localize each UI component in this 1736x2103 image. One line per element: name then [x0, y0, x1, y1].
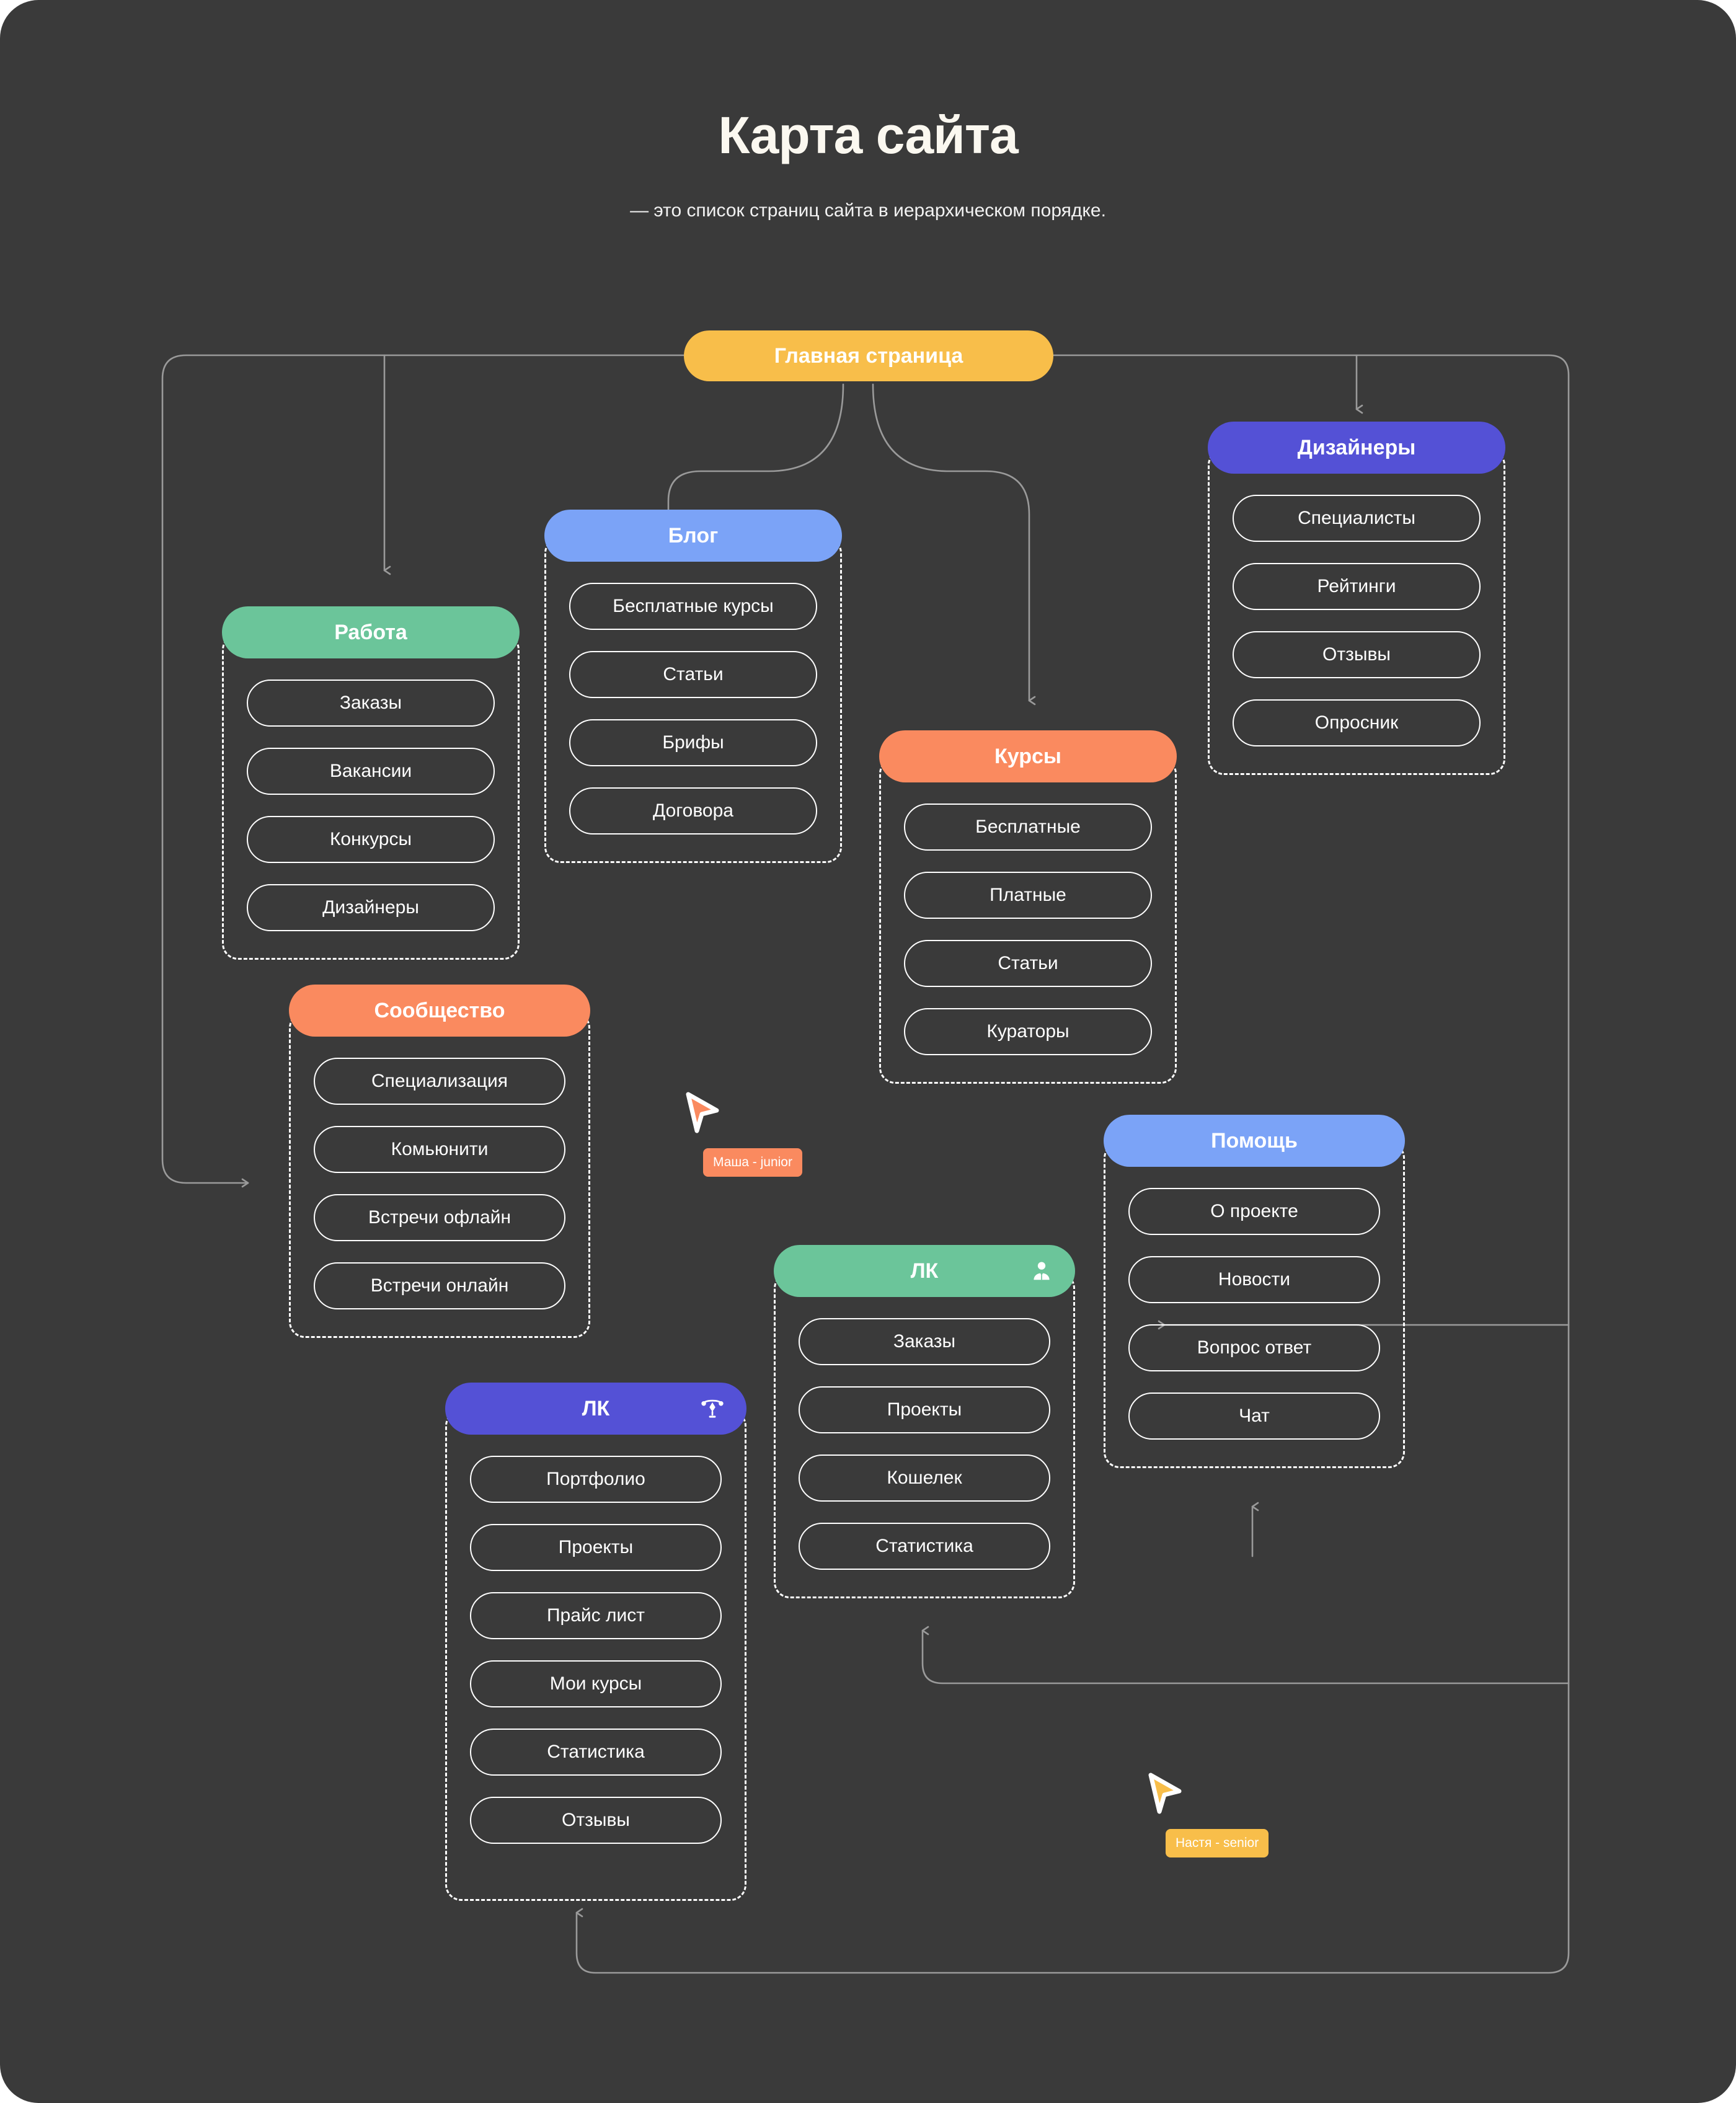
user-avatar-icon — [1030, 1260, 1053, 1282]
group-designers-items: Специалисты Рейтинги Отзывы Опросник — [1208, 474, 1505, 768]
group-blog-title: Блог — [668, 523, 719, 547]
group-courses-title: Курсы — [994, 744, 1061, 768]
page-title: Карта сайта — [718, 106, 1018, 164]
list-item[interactable]: Специализация — [314, 1058, 565, 1105]
list-item[interactable]: Кураторы — [904, 1008, 1152, 1055]
list-item[interactable]: Новости — [1128, 1256, 1380, 1303]
list-item[interactable]: Статистика — [470, 1729, 722, 1776]
cursor-nastya: Настя - senior — [1147, 1772, 1269, 1857]
list-item[interactable]: Брифы — [569, 719, 817, 766]
group-lk-client: ЛК Заказы Проекты Кошелек Статистика — [774, 1245, 1075, 1598]
group-blog-header[interactable]: Блог — [544, 510, 842, 562]
group-lk-designer-items: Портфолио Проекты Прайс лист Мои курсы С… — [445, 1435, 746, 1865]
group-rabota: Работа Заказы Вакансии Конкурсы Дизайнер… — [222, 606, 520, 960]
list-item[interactable]: Кошелек — [799, 1454, 1050, 1502]
cursor-pointer-icon — [686, 1092, 719, 1133]
list-item[interactable]: Заказы — [247, 680, 495, 727]
list-item[interactable]: Специалисты — [1233, 495, 1481, 542]
list-item[interactable]: Проекты — [470, 1524, 722, 1571]
node-main-page-label: Главная страница — [774, 343, 963, 368]
group-courses: Курсы Бесплатные Платные Статьи Кураторы — [879, 730, 1177, 1084]
group-help: Помощь О проекте Новости Вопрос ответ Ча… — [1104, 1115, 1405, 1468]
cursor-nastya-text: Настя - senior — [1176, 1836, 1259, 1850]
list-item[interactable]: Вакансии — [247, 748, 495, 795]
group-lk-designer: ЛК Портфолио Проекты Прайс лист Мои курс… — [445, 1383, 746, 1901]
group-designers-title: Дизайнеры — [1297, 435, 1416, 459]
group-community-header[interactable]: Сообщество — [289, 985, 590, 1037]
list-item[interactable]: Вопрос ответ — [1128, 1324, 1380, 1371]
group-courses-items: Бесплатные Платные Статьи Кураторы — [879, 782, 1177, 1076]
group-designers: Дизайнеры Специалисты Рейтинги Отзывы Оп… — [1208, 422, 1505, 775]
group-blog: Блог Бесплатные курсы Статьи Брифы Догов… — [544, 510, 842, 863]
page-subtitle: — это список страниц сайта в иерархическ… — [630, 200, 1106, 221]
list-item[interactable]: Комьюнити — [314, 1126, 565, 1173]
list-item[interactable]: Отзывы — [1233, 631, 1481, 678]
group-community: Сообщество Специализация Комьюнити Встре… — [289, 985, 590, 1338]
group-rabota-header[interactable]: Работа — [222, 606, 520, 658]
group-lk-client-header[interactable]: ЛК — [774, 1245, 1075, 1297]
group-lk-client-items: Заказы Проекты Кошелек Статистика — [774, 1297, 1075, 1591]
list-item[interactable]: Платные — [904, 872, 1152, 919]
list-item[interactable]: Бесплатные курсы — [569, 583, 817, 630]
list-item[interactable]: Статьи — [569, 651, 817, 698]
group-rabota-title: Работа — [334, 620, 407, 644]
list-item[interactable]: Прайс лист — [470, 1592, 722, 1639]
cursor-nastya-label: Настя - senior — [1166, 1829, 1269, 1857]
list-item[interactable]: Бесплатные — [904, 804, 1152, 851]
group-lk-designer-header[interactable]: ЛК — [445, 1383, 746, 1435]
list-item[interactable]: Рейтинги — [1233, 563, 1481, 610]
list-item[interactable]: Опросник — [1233, 699, 1481, 746]
group-designers-header[interactable]: Дизайнеры — [1208, 422, 1505, 474]
group-help-title: Помощь — [1211, 1128, 1298, 1153]
group-lk-client-title: ЛК — [910, 1259, 939, 1283]
list-item[interactable]: Статистика — [799, 1523, 1050, 1570]
group-blog-items: Бесплатные курсы Статьи Брифы Договора — [544, 562, 842, 856]
list-item[interactable]: Портфолио — [470, 1456, 722, 1503]
list-item[interactable]: Встречи онлайн — [314, 1262, 565, 1309]
pen-tool-icon — [701, 1397, 724, 1420]
node-main-page[interactable]: Главная страница — [684, 330, 1053, 381]
group-help-header[interactable]: Помощь — [1104, 1115, 1405, 1167]
group-help-items: О проекте Новости Вопрос ответ Чат — [1104, 1167, 1405, 1461]
list-item[interactable]: Заказы — [799, 1318, 1050, 1365]
list-item[interactable]: Чат — [1128, 1392, 1380, 1440]
cursor-masha-label: Маша - junior — [703, 1148, 802, 1177]
list-item[interactable]: Статьи — [904, 940, 1152, 987]
list-item[interactable]: Дизайнеры — [247, 884, 495, 931]
list-item[interactable]: Мои курсы — [470, 1660, 722, 1707]
list-item[interactable]: Отзывы — [470, 1797, 722, 1844]
group-community-title: Сообщество — [374, 998, 505, 1022]
list-item[interactable]: Встречи офлайн — [314, 1194, 565, 1241]
group-community-items: Специализация Комьюнити Встречи офлайн В… — [289, 1037, 590, 1330]
cursor-pointer-icon — [1148, 1773, 1182, 1814]
list-item[interactable]: Конкурсы — [247, 816, 495, 863]
list-item[interactable]: О проекте — [1128, 1188, 1380, 1235]
group-rabota-items: Заказы Вакансии Конкурсы Дизайнеры — [222, 658, 520, 952]
cursor-masha-text: Маша - junior — [713, 1155, 792, 1169]
group-courses-header[interactable]: Курсы — [879, 730, 1177, 782]
list-item[interactable]: Договора — [569, 787, 817, 835]
group-lk-designer-title: ЛК — [582, 1396, 610, 1420]
cursor-masha: Маша - junior — [684, 1091, 802, 1177]
list-item[interactable]: Проекты — [799, 1386, 1050, 1433]
